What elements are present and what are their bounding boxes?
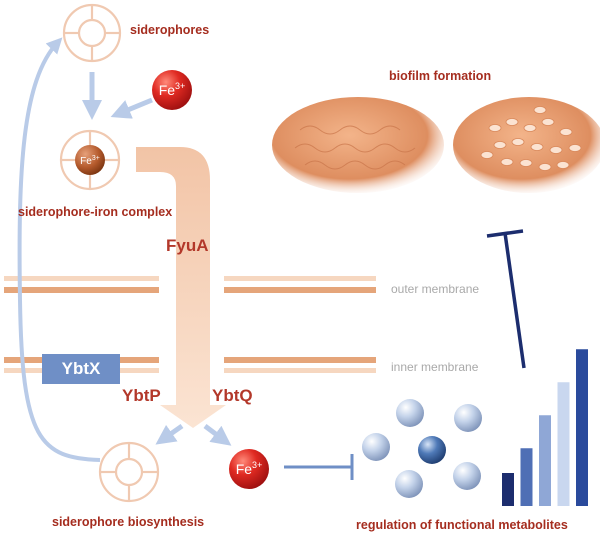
- regulation-label: regulation of functional metabolites: [356, 518, 568, 532]
- fyua-label: FyuA: [166, 236, 209, 255]
- siderophore-iron-complex-label: siderophore-iron complex: [18, 205, 173, 219]
- metabolite-level-bars: [502, 349, 588, 506]
- ybtx-transporter-label: YbtX: [42, 354, 120, 384]
- siderophore-biosynthesis-label: siderophore biosynthesis: [52, 515, 205, 529]
- biofilm-formation-label: biofilm formation: [389, 69, 492, 83]
- to-biosynthesis-arrow: [155, 423, 184, 445]
- level-bar-5: [576, 349, 588, 506]
- iron-binding-arrow: [110, 97, 153, 119]
- outer-membrane: [4, 276, 376, 293]
- inner-membrane-label: inner membrane: [391, 360, 479, 374]
- transport-arrow: [136, 147, 226, 428]
- outer-membrane-label: outer membrane: [391, 282, 480, 296]
- biofilm-cells-image: [453, 97, 600, 193]
- level-bar-3: [539, 415, 551, 506]
- recycle-loop-arrow: [17, 37, 101, 462]
- siderophores-label: siderophores: [130, 23, 210, 37]
- level-bar-2: [520, 448, 533, 506]
- siderophore-biosynthesis-wheel-icon: [98, 441, 160, 503]
- biofilm-inhibition-line: [486, 229, 526, 369]
- svg-text:Fe3+: Fe3+: [159, 81, 186, 98]
- svg-text:Fe3+: Fe3+: [236, 460, 263, 477]
- to-iron-release-arrow: [203, 424, 232, 446]
- metabolite-spheres: [362, 399, 482, 498]
- iron-ion-top-icon: Fe3+: [152, 70, 192, 110]
- siderophore-iron-complex-icon: Fe3+: [59, 129, 121, 191]
- iron-inhibition-line: [284, 454, 354, 480]
- ybtq-label: YbtQ: [212, 386, 253, 405]
- iron-ion-bottom-icon: Fe3+: [229, 449, 269, 489]
- level-bar-1: [502, 473, 514, 506]
- biofilm-smooth-image: [272, 97, 444, 193]
- svg-text:Fe3+: Fe3+: [80, 155, 100, 167]
- siderophore-wheel-icon: [62, 3, 122, 63]
- ybtp-label: YbtP: [122, 386, 161, 405]
- level-bar-4: [557, 382, 570, 506]
